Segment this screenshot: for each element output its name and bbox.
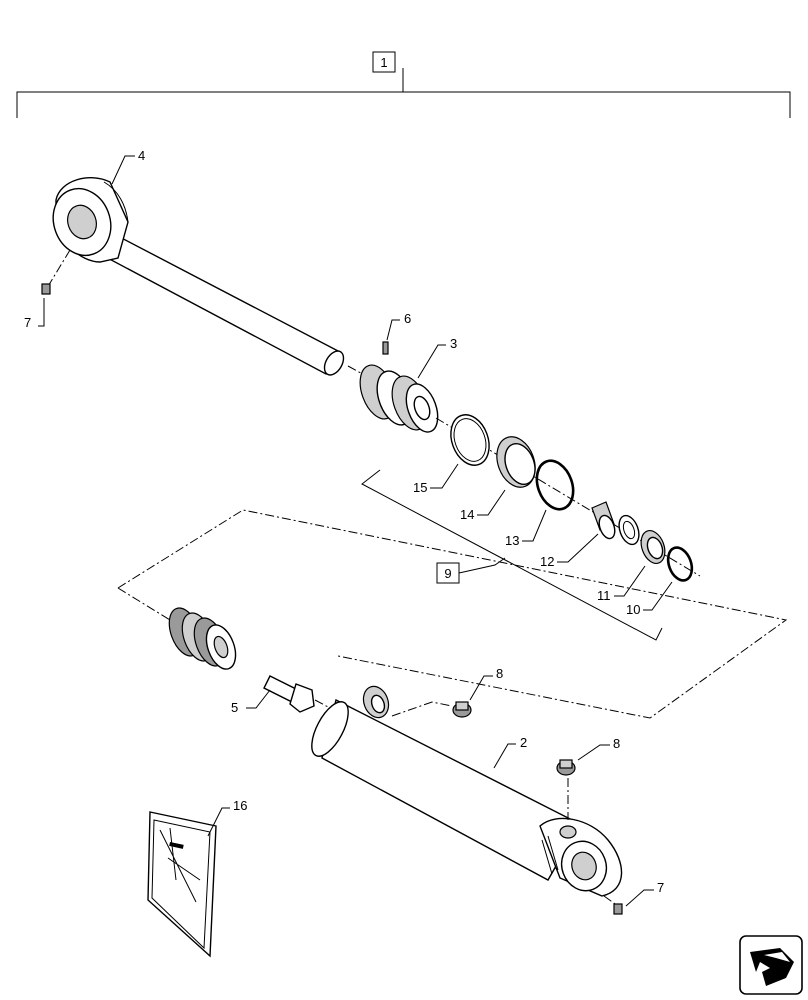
wear-ring-part — [450, 414, 490, 466]
rod-wiper-part — [640, 529, 666, 565]
callout-9: 9 — [444, 566, 451, 581]
o-ring-part — [535, 459, 575, 511]
callout-6: 6 — [404, 311, 411, 326]
bolt-part — [263, 675, 315, 713]
callout-7-bottom: 7 — [657, 880, 664, 895]
breather-plug-upper-part — [452, 701, 472, 718]
snap-ring-part — [666, 546, 694, 582]
rod-seal-part — [618, 514, 640, 546]
piston-rod-part — [52, 177, 345, 376]
setscrew-part — [382, 341, 389, 355]
assembly-bracket — [16, 51, 791, 118]
callout-8-lower: 8 — [613, 736, 620, 751]
breather-plug-lower-part — [556, 759, 576, 776]
piston-seal-part — [496, 436, 536, 488]
callout-4: 4 — [138, 148, 145, 163]
callout-15: 15 — [413, 480, 427, 495]
callout-13: 13 — [505, 533, 519, 548]
instruction-bag-part — [147, 811, 217, 958]
callout-12: 12 — [540, 554, 554, 569]
grease-fitting-part — [41, 283, 51, 295]
piston-part — [359, 364, 439, 433]
grease-fitting-lower-part — [613, 903, 623, 915]
next-page-arrow-icon[interactable] — [739, 935, 803, 995]
callout-11: 11 — [597, 588, 611, 603]
callout-5: 5 — [231, 700, 238, 715]
rod-bushing-part — [591, 501, 616, 540]
callout-1: 1 — [380, 55, 387, 70]
callout-3: 3 — [450, 336, 457, 351]
callout-7-top: 7 — [24, 315, 31, 330]
callout-16: 16 — [233, 798, 247, 813]
gland-part — [168, 607, 237, 670]
callout-8-upper: 8 — [496, 666, 503, 681]
callout-10: 10 — [626, 602, 640, 617]
callout-2: 2 — [520, 735, 527, 750]
callout-14: 14 — [460, 507, 474, 522]
cylinder-barrel-part — [311, 685, 623, 897]
